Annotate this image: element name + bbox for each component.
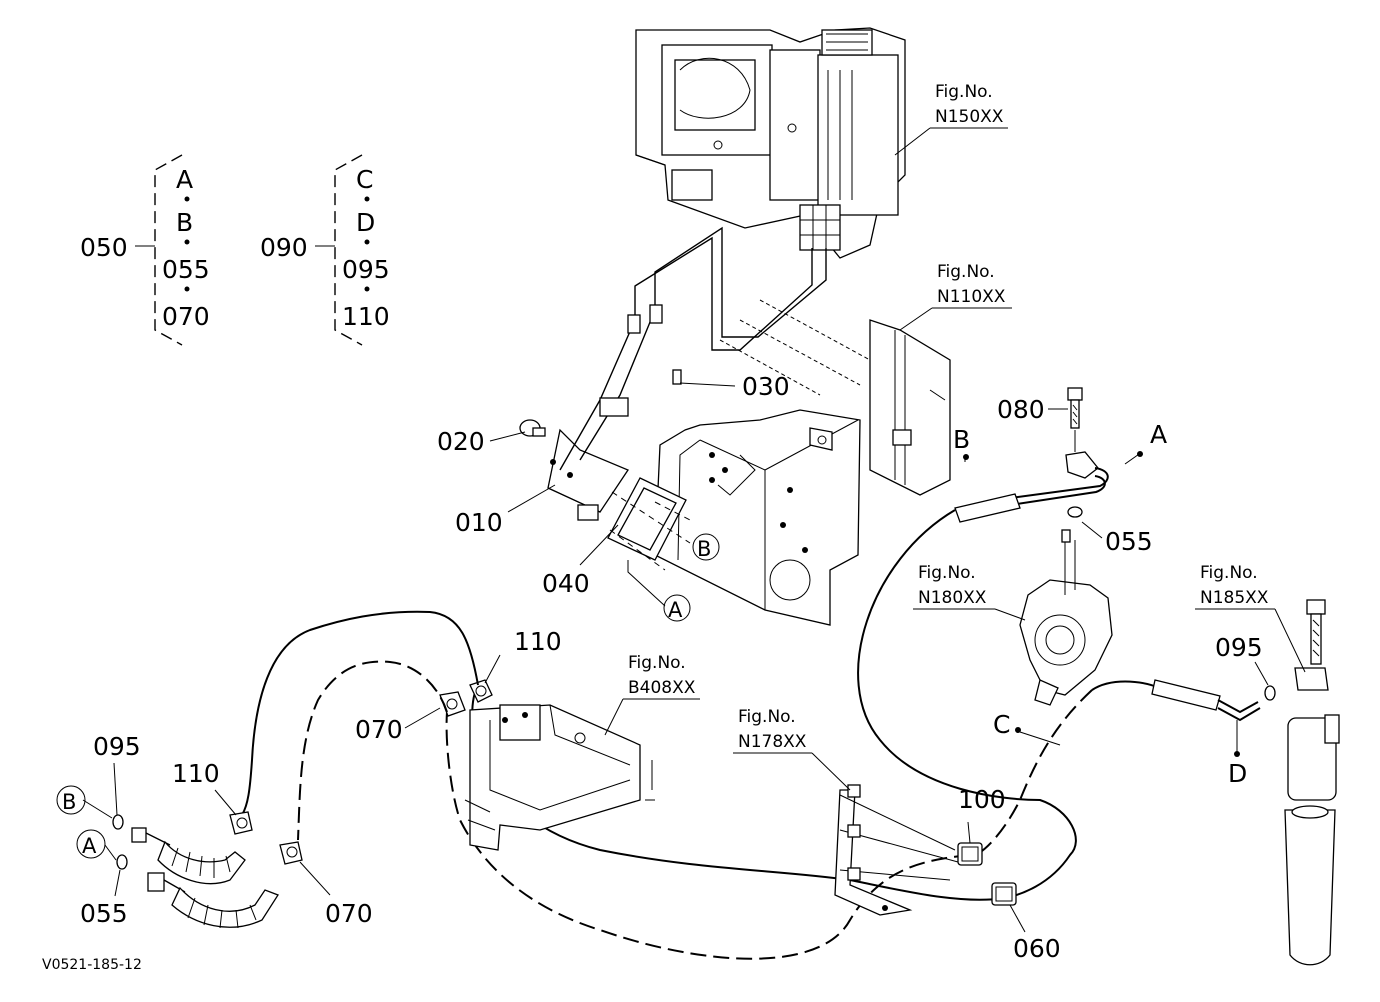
group-050-item-a: A [176, 165, 193, 194]
bracket-b408-drawing [464, 704, 655, 851]
group-050: 050 A B 055 070 [80, 154, 210, 346]
fig-ref-n185-title: Fig.No. [1200, 563, 1258, 583]
fig-ref-n178-code: N178XX [738, 732, 807, 752]
part-110-top-label: 110 [514, 627, 562, 656]
group-090-item-c: C [356, 165, 373, 194]
part-080-label: 080 [997, 395, 1045, 424]
group-090: 090 C D 095 110 [260, 154, 390, 346]
clip-100-drawing [957, 842, 983, 866]
fig-ref-b408: Fig.No. B408XX [604, 653, 700, 736]
receiver-dryer-drawing [1264, 599, 1340, 966]
marker-b-circle-center: B [692, 533, 720, 561]
group-090-item-110: 110 [342, 302, 390, 331]
part-020-label: 020 [437, 427, 485, 456]
part-100-label: 100 [958, 785, 1006, 814]
fig-ref-n178-title: Fig.No. [738, 707, 796, 727]
marker-a-circle-center-text: A [668, 598, 683, 622]
right-hose-assembly-drawing [954, 387, 1113, 706]
group-090-item-095: 095 [342, 255, 390, 284]
fig-ref-b408-code: B408XX [628, 678, 696, 698]
part-095-left-label: 095 [93, 732, 141, 761]
marker-c-point-label: C [993, 710, 1010, 739]
fig-ref-b408-title: Fig.No. [628, 653, 686, 673]
group-050-item-070: 070 [162, 302, 210, 331]
group-050-item-055: 055 [162, 255, 210, 284]
group-090-number: 090 [260, 233, 308, 262]
fig-ref-n178: Fig.No. N178XX [733, 707, 851, 791]
part-010-label: 010 [455, 508, 503, 537]
fig-ref-n180-code: N180XX [918, 588, 987, 608]
marker-a-circle-center: A [663, 594, 691, 622]
marker-b-circle-center-text: B [697, 537, 711, 561]
part-070-mid-label: 070 [355, 715, 403, 744]
fig-ref-n185: Fig.No. N185XX [1195, 563, 1306, 673]
part-110-left-label: 110 [172, 759, 220, 788]
chassis-frame-drawing [654, 299, 871, 626]
part-060-label: 060 [1013, 934, 1061, 963]
marker-b-circle-left: B [56, 785, 86, 815]
fig-ref-n180-title: Fig.No. [918, 563, 976, 583]
bracket-assembly-drawing [519, 304, 691, 607]
marker-a-circle-left: A [76, 829, 106, 859]
part-055-top-label: 055 [1105, 527, 1153, 556]
group-090-bracket [334, 154, 363, 346]
part-030-label: 030 [742, 372, 790, 401]
group-050-bracket [154, 154, 183, 346]
part-070-bottom-label: 070 [325, 899, 373, 928]
image-code: V0521-185-12 [42, 957, 142, 973]
part-095-right-label: 095 [1215, 633, 1263, 662]
fig-ref-n110-title: Fig.No. [937, 262, 995, 282]
part-055-left-label: 055 [80, 899, 128, 928]
part-040-label: 040 [542, 569, 590, 598]
fig-ref-n185-code: N185XX [1200, 588, 1269, 608]
fig-ref-n180: Fig.No. N180XX [913, 563, 1026, 621]
hvac-unit-drawing [634, 27, 906, 351]
fig-ref-n110: Fig.No. N110XX [899, 262, 1012, 331]
left-hose-a-drawing [147, 841, 303, 929]
group-090-item-d: D [356, 208, 375, 237]
fig-ref-n150-code: N150XX [935, 107, 1004, 127]
group-050-number: 050 [80, 233, 128, 262]
fig-ref-n110-code: N110XX [937, 287, 1006, 307]
marker-a-circle-left-text: A [82, 834, 97, 858]
marker-b-point-label: B [953, 425, 970, 454]
marker-a-point-label: A [1150, 420, 1167, 449]
group-050-item-b: B [176, 208, 193, 237]
marker-b-circle-left-text: B [62, 790, 76, 814]
left-hose-b-drawing [131, 811, 253, 885]
frame-panel-drawing [869, 319, 951, 496]
fig-ref-n150-title: Fig.No. [935, 82, 993, 102]
marker-d-point-label: D [1228, 759, 1247, 788]
fig-ref-n150: Fig.No. N150XX [894, 82, 1008, 156]
clip-110-top-drawing [469, 679, 493, 703]
clip-060-drawing [991, 882, 1017, 906]
bracket-n178-drawing [834, 784, 959, 916]
